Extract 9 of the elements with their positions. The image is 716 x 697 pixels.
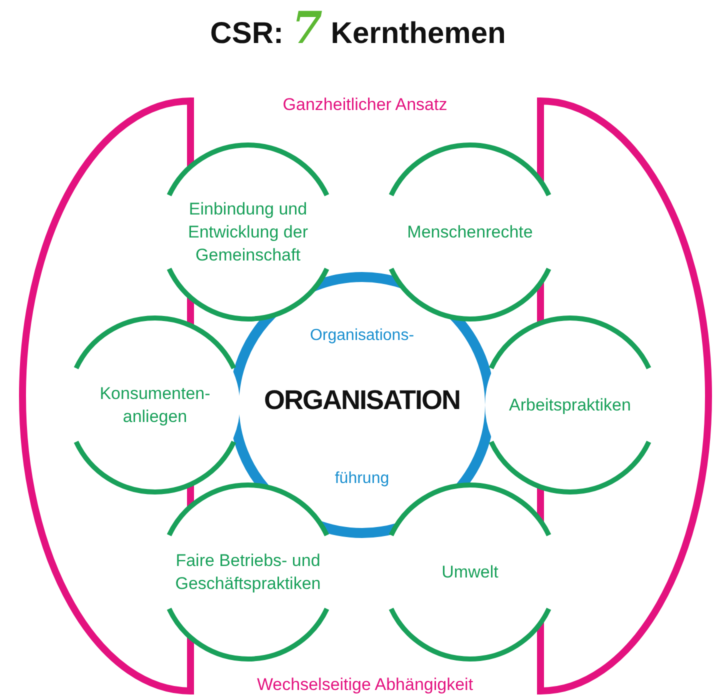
topic-label: Konsumenten- anliegen bbox=[98, 383, 212, 428]
ring-label: führung bbox=[334, 470, 390, 488]
topic-label: Arbeitspraktiken bbox=[508, 394, 632, 416]
topic-label: Faire Betriebs- und Geschäftspraktiken bbox=[174, 550, 322, 595]
topic-label: Menschenrechte bbox=[406, 222, 534, 244]
center-label: ORGANISATION bbox=[263, 385, 461, 416]
ring-label: Organisations- bbox=[308, 327, 416, 345]
topic-label: Einbindung und Entwicklung der Gemeinschaft bbox=[186, 198, 309, 266]
topic-label: Umwelt bbox=[440, 562, 500, 584]
